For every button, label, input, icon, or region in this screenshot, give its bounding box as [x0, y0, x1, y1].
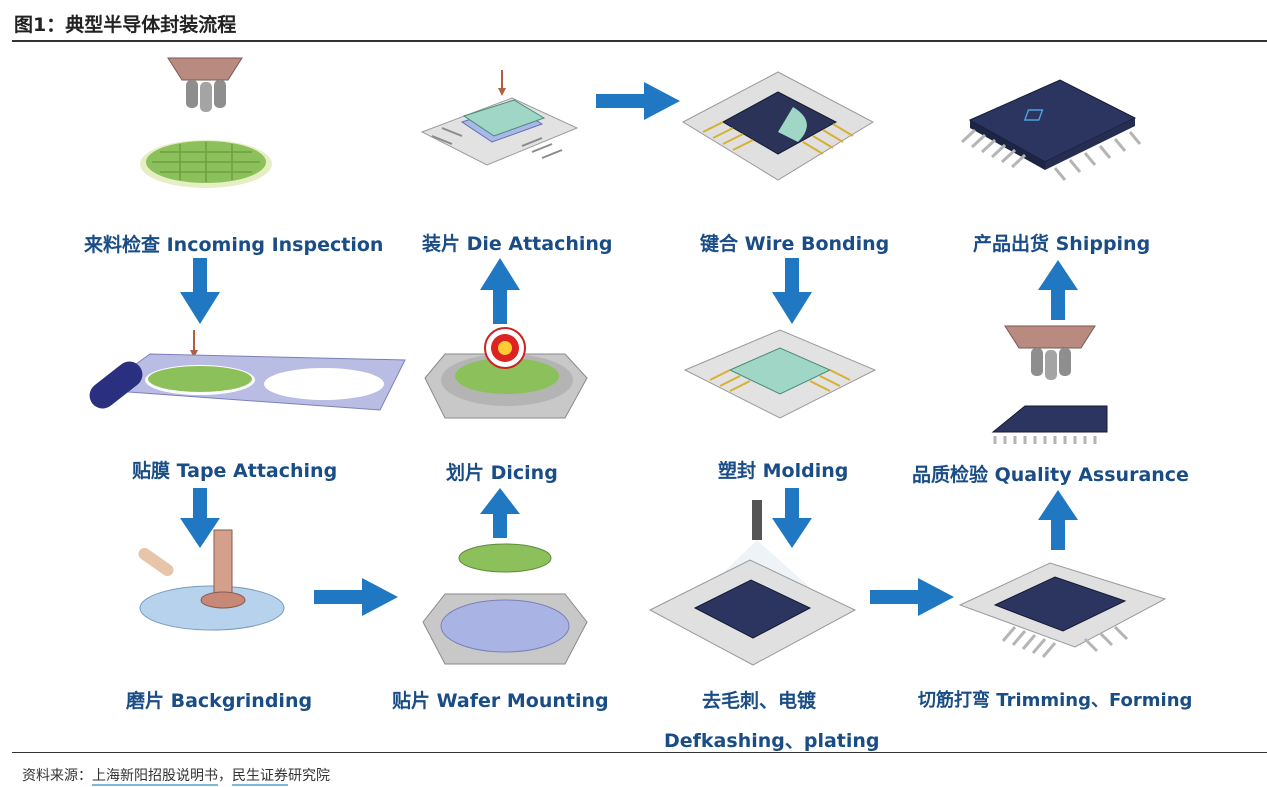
arrow-right-1 — [596, 82, 680, 120]
incoming-inspection-illustration — [140, 57, 272, 188]
label-wafer-mounting: 贴片 Wafer Mounting — [392, 690, 609, 712]
trimming-forming-illustration — [958, 562, 1167, 658]
label-quality-assurance: 品质检验 Quality Assurance — [912, 464, 1189, 486]
source-suffix: 研究院 — [288, 768, 330, 784]
wafer-mounting-illustration — [422, 543, 588, 665]
label-molding: 塑封 Molding — [718, 460, 849, 482]
arrow-down-2 — [180, 488, 220, 548]
arrow-up-3 — [1038, 260, 1078, 320]
label-dicing: 划片 Dicing — [446, 462, 558, 484]
label-deflashing-en: Defkashing、plating — [664, 730, 880, 752]
top-rule — [12, 40, 1267, 42]
deflashing-plating-illustration — [648, 500, 857, 666]
dicing-illustration — [424, 327, 588, 419]
arrow-up-1 — [480, 258, 520, 324]
arrow-right-3 — [870, 578, 954, 616]
source-note: 资料来源：上海新阳招股说明书，民生证券研究院 — [22, 765, 330, 786]
arrow-down-4 — [772, 488, 812, 548]
arrow-down-1 — [180, 258, 220, 324]
molding-illustration — [683, 329, 877, 419]
source-separator: ， — [218, 768, 232, 784]
label-incoming-inspection: 来料检查 Incoming Inspection — [84, 234, 384, 256]
tape-attaching-illustration — [89, 330, 406, 411]
arrow-down-3 — [772, 258, 812, 324]
label-trimming-forming: 切筋打弯 Trimming、Forming — [918, 690, 1193, 711]
wire-bonding-illustration — [681, 71, 875, 181]
label-wire-bonding: 键合 Wire Bonding — [700, 233, 890, 255]
source-prefix: 资料来源： — [22, 768, 92, 784]
label-die-attaching: 装片 Die Attaching — [422, 233, 613, 255]
arrow-right-2 — [314, 578, 398, 616]
die-attaching-illustration — [420, 70, 579, 166]
source-link-institute[interactable]: 民生证券 — [232, 768, 288, 786]
shipping-chip-illustration — [960, 79, 1142, 181]
arrow-up-4 — [1038, 490, 1078, 550]
bottom-rule — [12, 752, 1267, 753]
source-link-prospectus[interactable]: 上海新阳招股说明书 — [92, 768, 218, 786]
label-backgrinding: 磨片 Backgrinding — [126, 690, 313, 712]
figure-title: 图1：典型半导体封装流程 — [14, 14, 237, 36]
backgrinding-illustration — [138, 529, 285, 631]
label-deflashing-cn: 去毛刺、电镀 — [702, 690, 817, 712]
label-shipping: 产品出货 Shipping — [973, 233, 1151, 255]
label-tape-attaching: 贴膜 Tape Attaching — [132, 460, 338, 482]
quality-assurance-illustration — [991, 325, 1108, 444]
arrow-up-2 — [480, 488, 520, 538]
